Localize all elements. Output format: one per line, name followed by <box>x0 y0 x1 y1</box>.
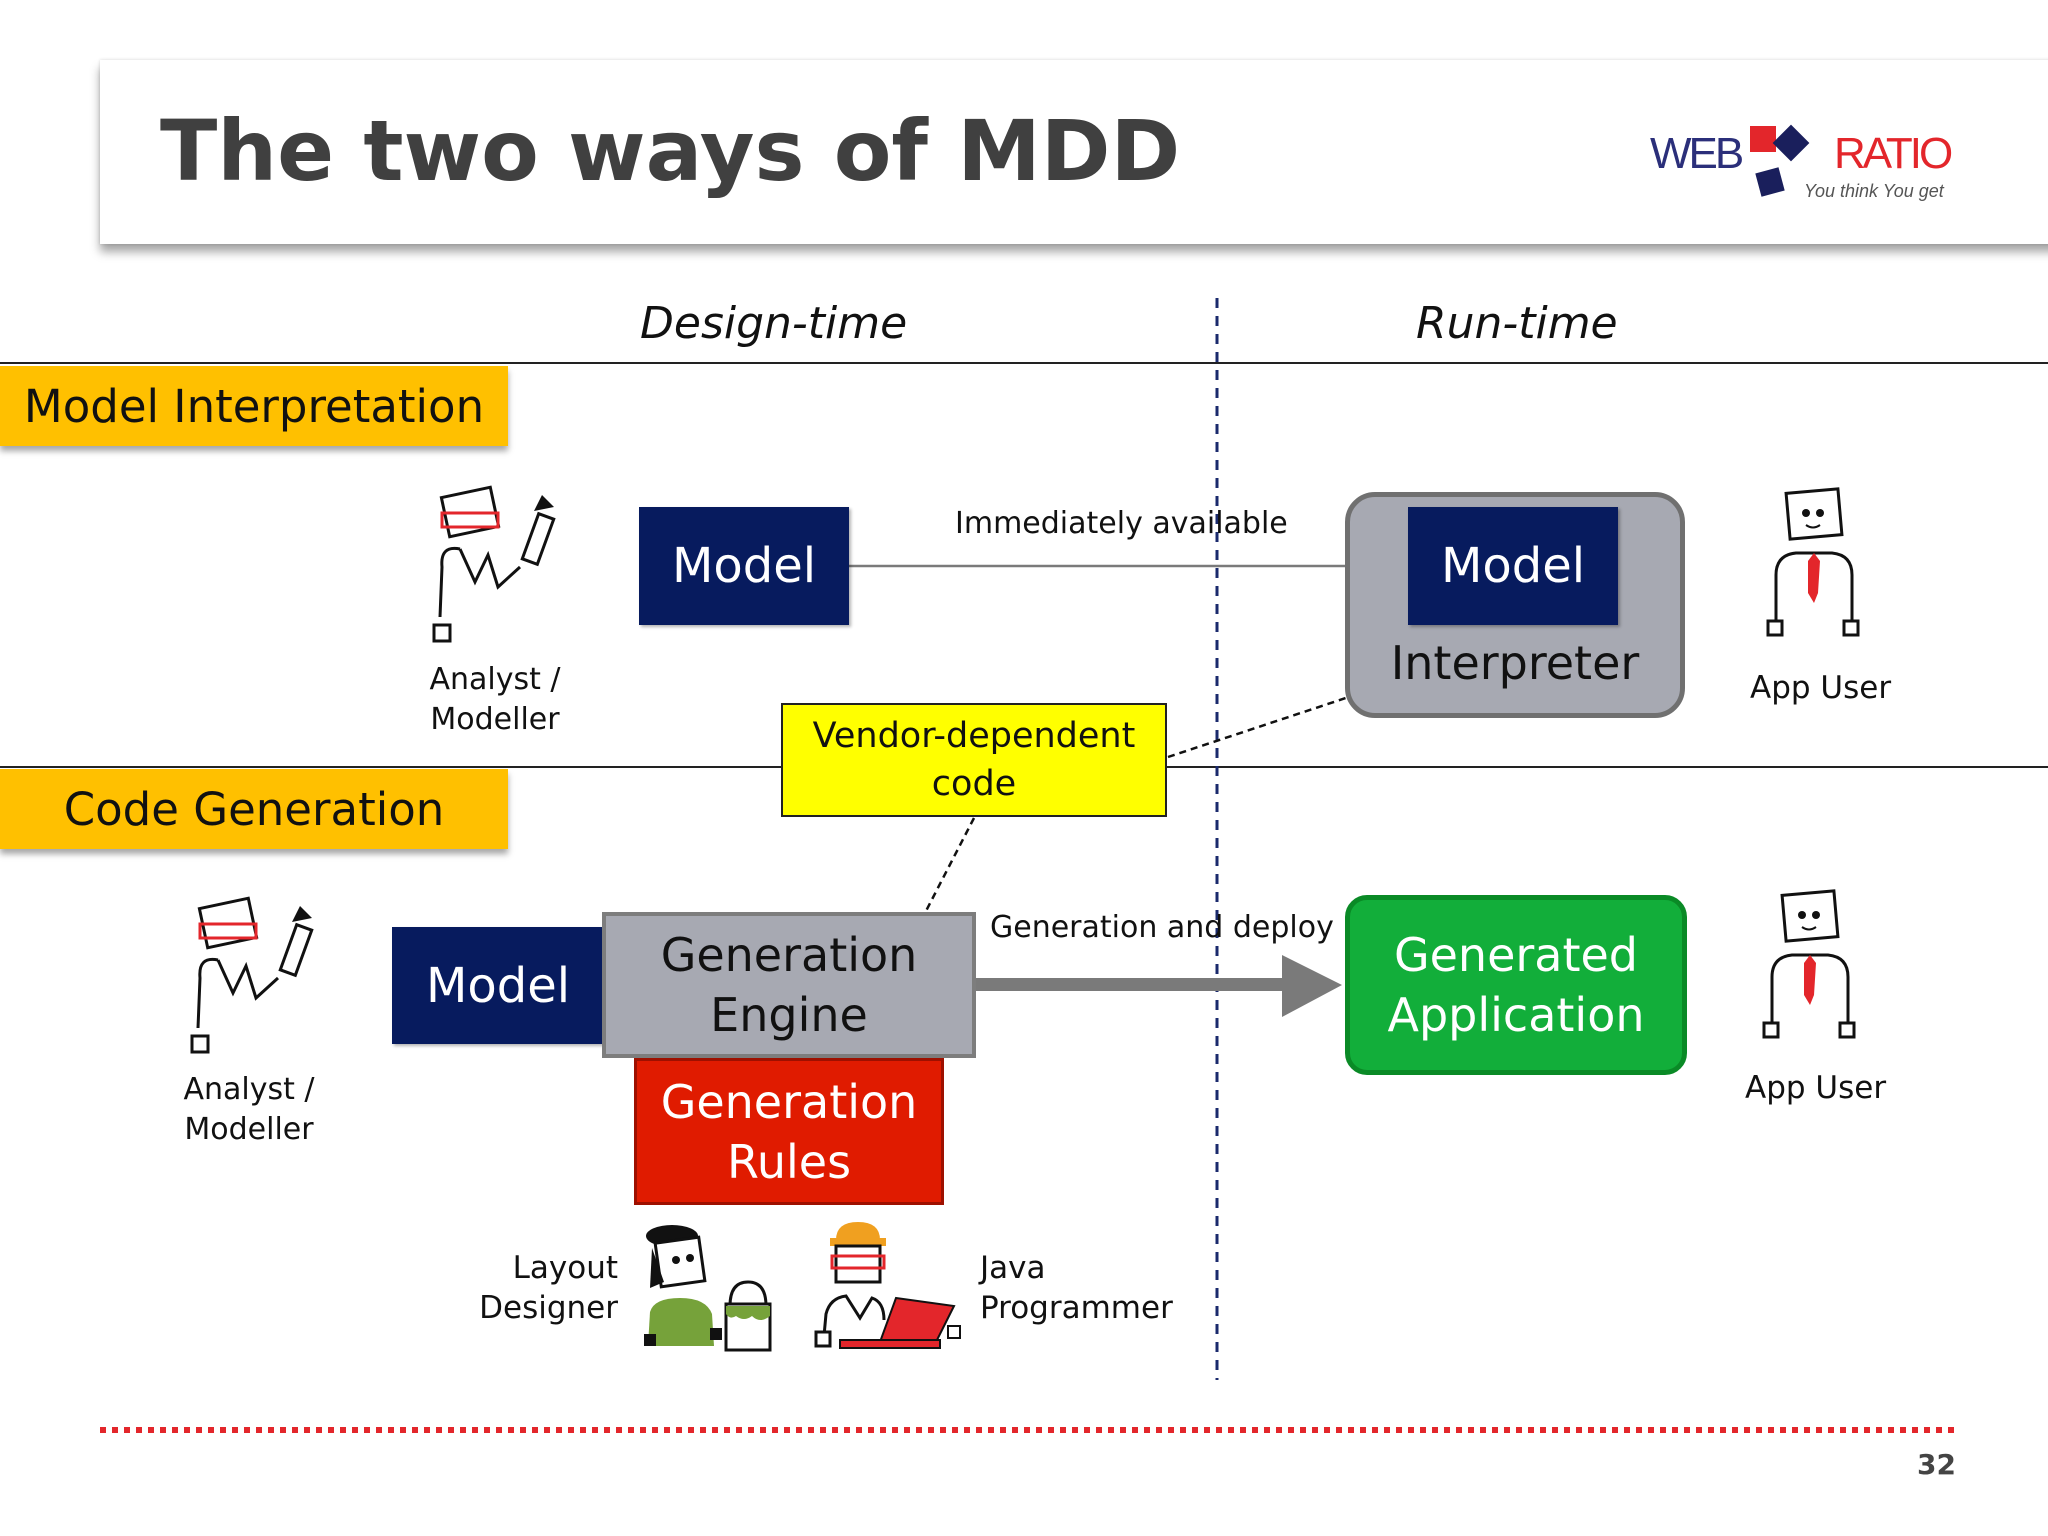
analyst-modeller-figure <box>432 485 556 643</box>
app-user-figure-2 <box>1762 889 1856 1039</box>
analyst-label-line1: Analyst / <box>429 662 561 697</box>
analyst-label-bottom: Analyst / Modeller <box>144 1070 354 1150</box>
header-divider <box>0 362 2048 364</box>
analyst-modeller-figure-2 <box>190 896 314 1054</box>
title-bar <box>100 60 2048 244</box>
vendor-line1: Vendor-dependent <box>812 716 1136 756</box>
engine-line1: Generation <box>660 928 918 982</box>
model-box-interpretation: Model <box>639 507 849 625</box>
java-programmer-line1: Java <box>980 1250 1046 1286</box>
rules-line1: Generation <box>660 1074 918 1129</box>
generated-application-box: Generated Application <box>1345 895 1687 1075</box>
slide-title: The two ways of MDD <box>160 102 1181 200</box>
rules-line2: Rules <box>726 1134 852 1189</box>
layout-designer-label: Layout Designer <box>478 1248 618 1328</box>
logo-left-text: WEB <box>1650 129 1743 178</box>
app-line1: Generated <box>1393 928 1639 982</box>
section-label-interpretation: Model Interpretation <box>0 366 508 446</box>
vendor-line2: code <box>931 764 1017 804</box>
analyst-label-line2: Modeller <box>430 702 560 737</box>
generation-engine-box: Generation Engine <box>602 912 976 1058</box>
run-time-header: Run-time <box>1416 298 1618 349</box>
logo-tagline: You think You get <box>1804 181 1945 201</box>
immediately-available-label: Immediately available <box>955 506 1288 541</box>
interpreter-model-box: Model <box>1408 507 1618 625</box>
analyst-label-top: Analyst / Modeller <box>390 660 600 740</box>
java-programmer-line2: Programmer <box>980 1290 1173 1326</box>
java-programmer-figure <box>814 1222 961 1349</box>
generation-deploy-label: Generation and deploy <box>990 910 1334 945</box>
section-label-generation: Code Generation <box>0 769 508 849</box>
app-line2: Application <box>1387 988 1645 1042</box>
model-box-generation: Model <box>392 927 604 1044</box>
app-user-label-bottom: App User <box>1745 1070 1887 1106</box>
design-time-header: Design-time <box>640 298 908 349</box>
engine-line2: Engine <box>710 988 868 1042</box>
page-number: 32 <box>1917 1448 1956 1481</box>
vendor-dependent-code-box: Vendor-dependent code <box>781 703 1167 817</box>
app-user-figure <box>1766 487 1860 637</box>
webratio-logo: WEB RATIO You think You get <box>1650 124 1955 201</box>
analyst2-label-line1: Analyst / <box>183 1072 315 1107</box>
layout-designer-line1: Layout <box>512 1250 618 1286</box>
analyst2-label-line2: Modeller <box>184 1112 314 1147</box>
generation-rules-box: Generation Rules <box>634 1058 944 1205</box>
layout-designer-figure <box>644 1225 772 1352</box>
java-programmer-label: Java Programmer <box>980 1248 1180 1328</box>
layout-designer-line2: Designer <box>479 1290 618 1326</box>
app-user-label-top: App User <box>1750 670 1892 706</box>
interpreter-label: Interpreter <box>1390 636 1640 690</box>
logo-right-text: RATIO <box>1834 129 1952 178</box>
